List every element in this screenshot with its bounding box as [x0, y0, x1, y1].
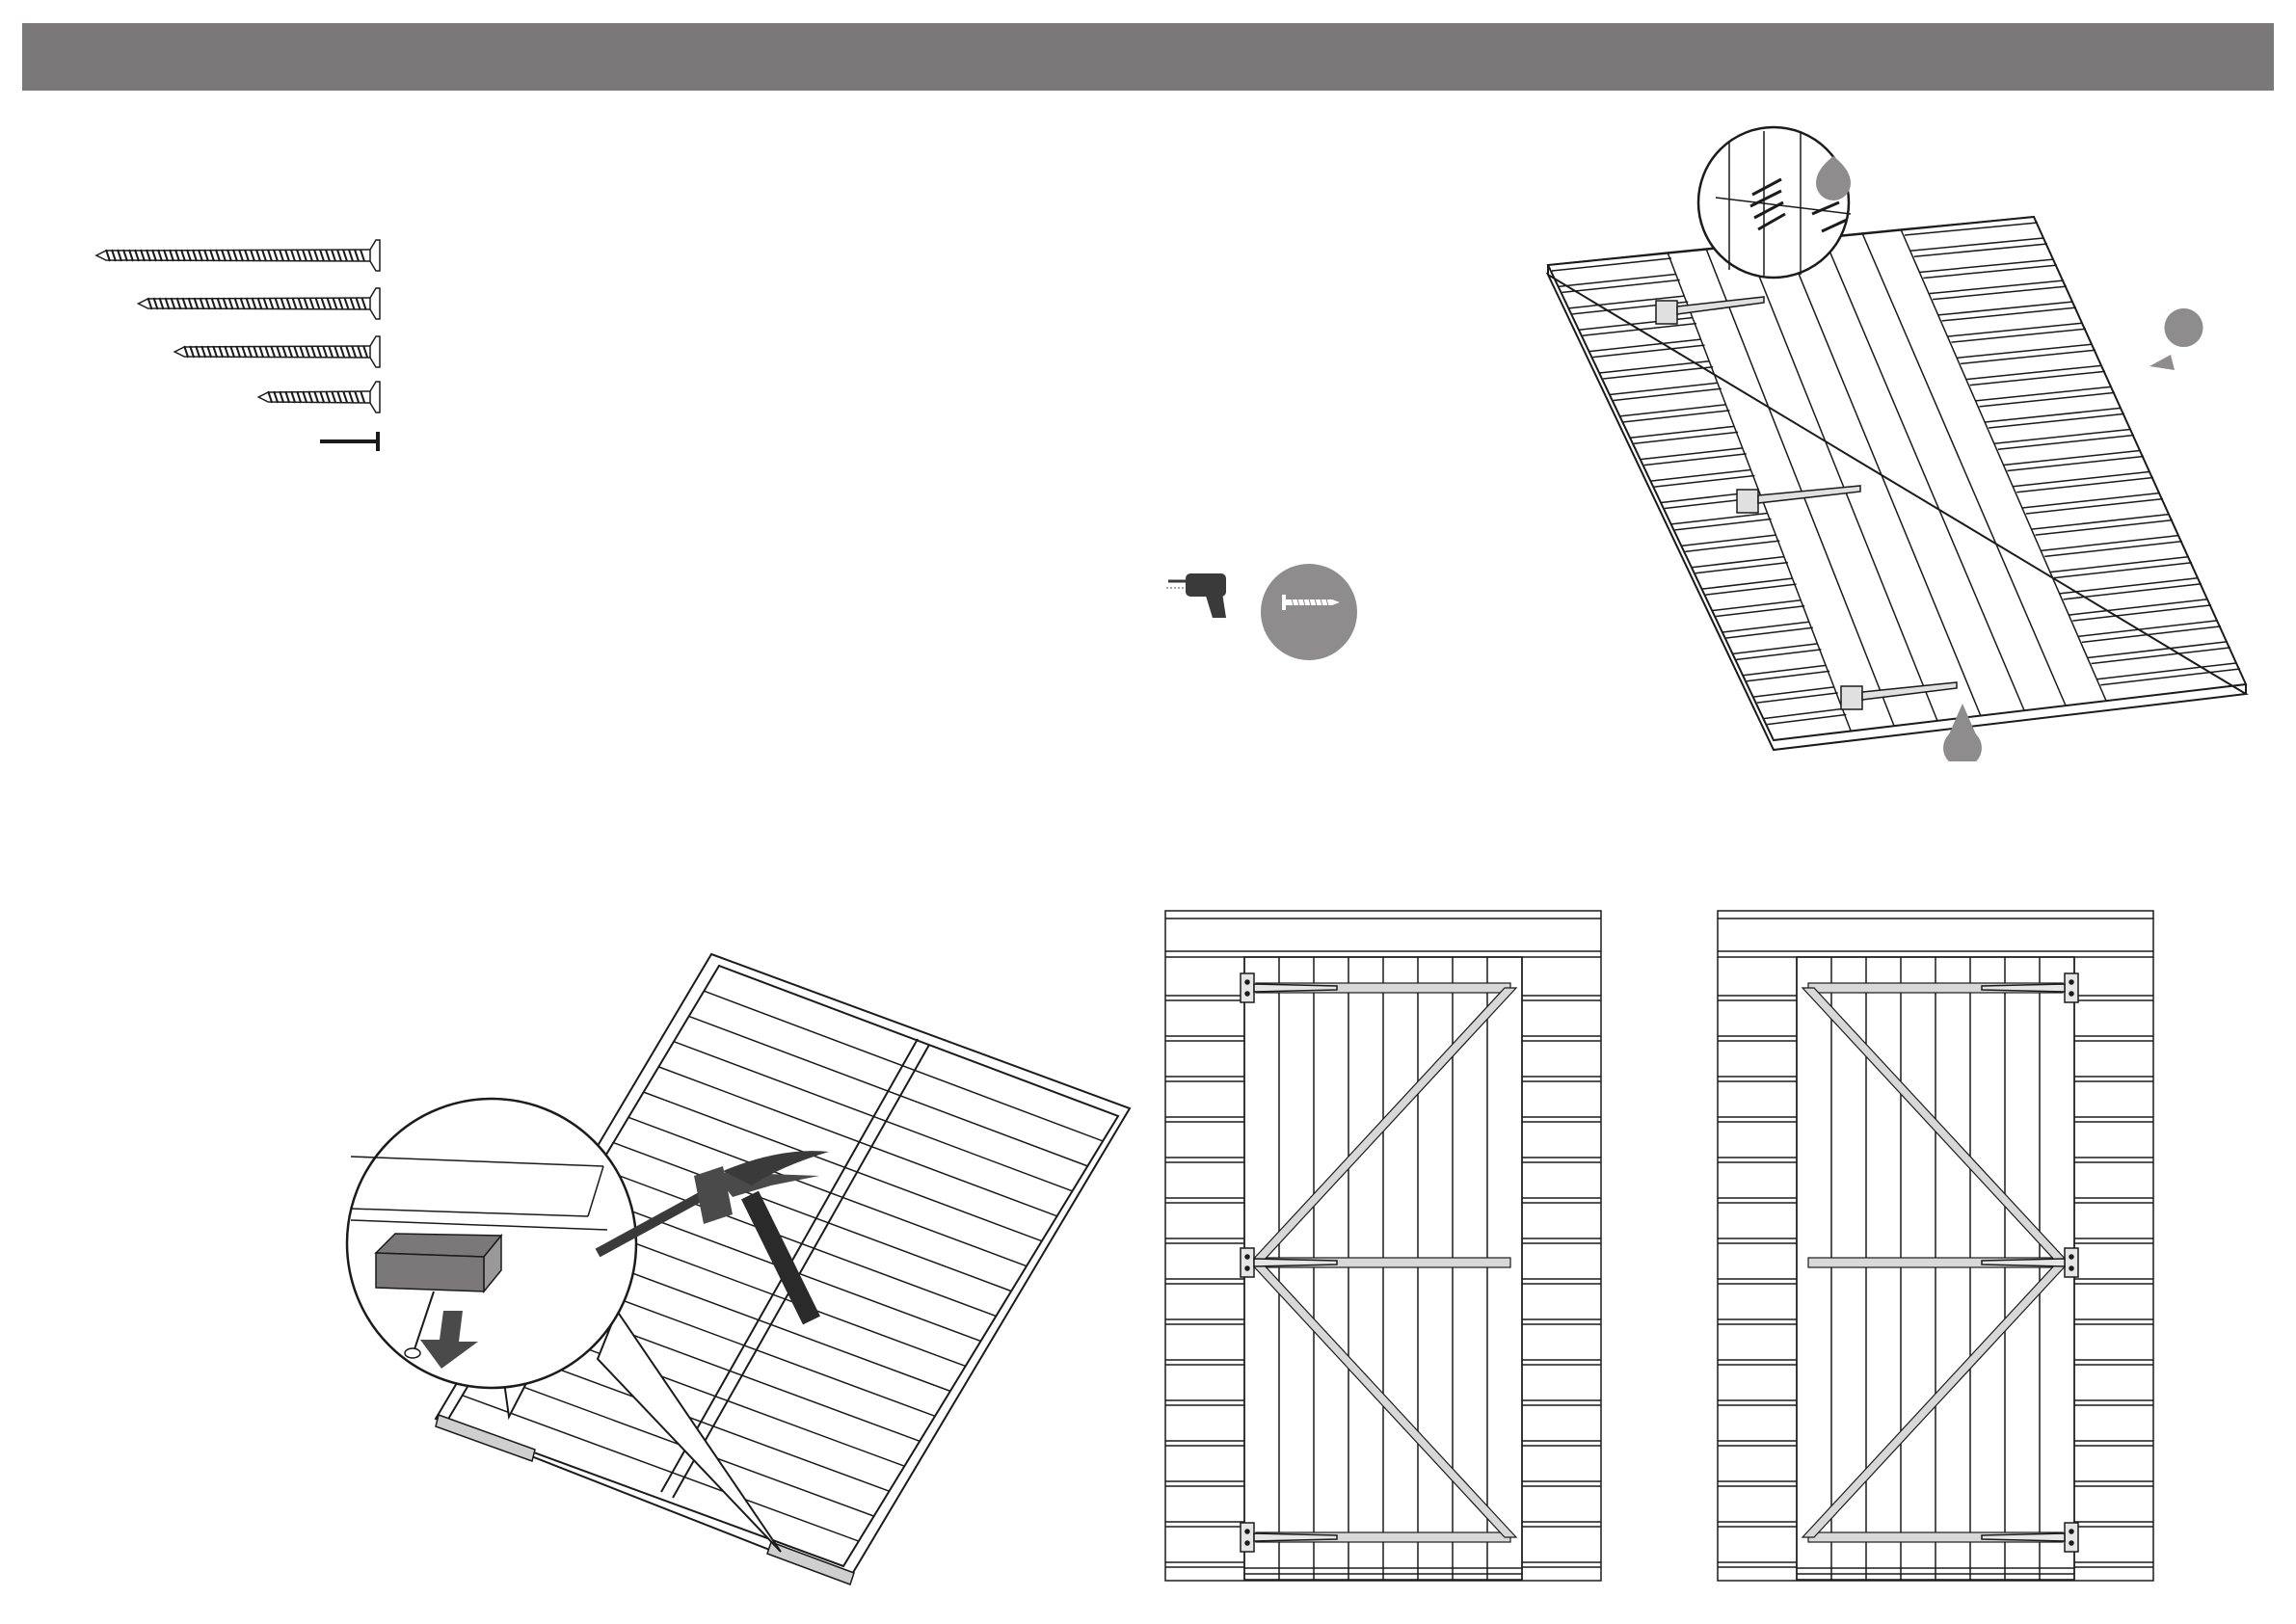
screw-4 — [258, 382, 380, 413]
nail-1 — [320, 432, 380, 451]
shed-panel — [1548, 217, 2246, 750]
hammer-icon — [598, 1151, 829, 1320]
screw-3 — [174, 336, 380, 367]
callout-drop-bottom — [1943, 704, 1982, 761]
left-cladding — [1548, 253, 1846, 725]
right-cladding — [1901, 217, 2240, 685]
hinges — [1982, 973, 2078, 1552]
front-elevation-right — [1716, 909, 2159, 1584]
front-elevation-left — [1163, 909, 1607, 1584]
hinge-middle — [1737, 486, 1860, 513]
nail-callout — [347, 1099, 781, 1552]
screw-2 — [139, 288, 381, 319]
tool-indicator — [1166, 554, 1388, 679]
callout-drop-right — [2165, 308, 2203, 347]
door-perspective-diagram — [1533, 125, 2265, 761]
frame-feet — [436, 1415, 854, 1584]
zoom-callout — [1698, 127, 1851, 278]
nailing-diagram — [318, 945, 1147, 1600]
screws-illustration — [77, 222, 405, 472]
hinge-top — [1656, 297, 1764, 324]
hinge-bottom — [1841, 682, 1957, 709]
drill-icon — [1166, 573, 1226, 618]
screw-badge — [1261, 564, 1357, 660]
hinges — [1241, 973, 1337, 1552]
parts-list — [77, 222, 405, 472]
header-bar — [22, 23, 2274, 91]
screw-1 — [96, 240, 380, 271]
